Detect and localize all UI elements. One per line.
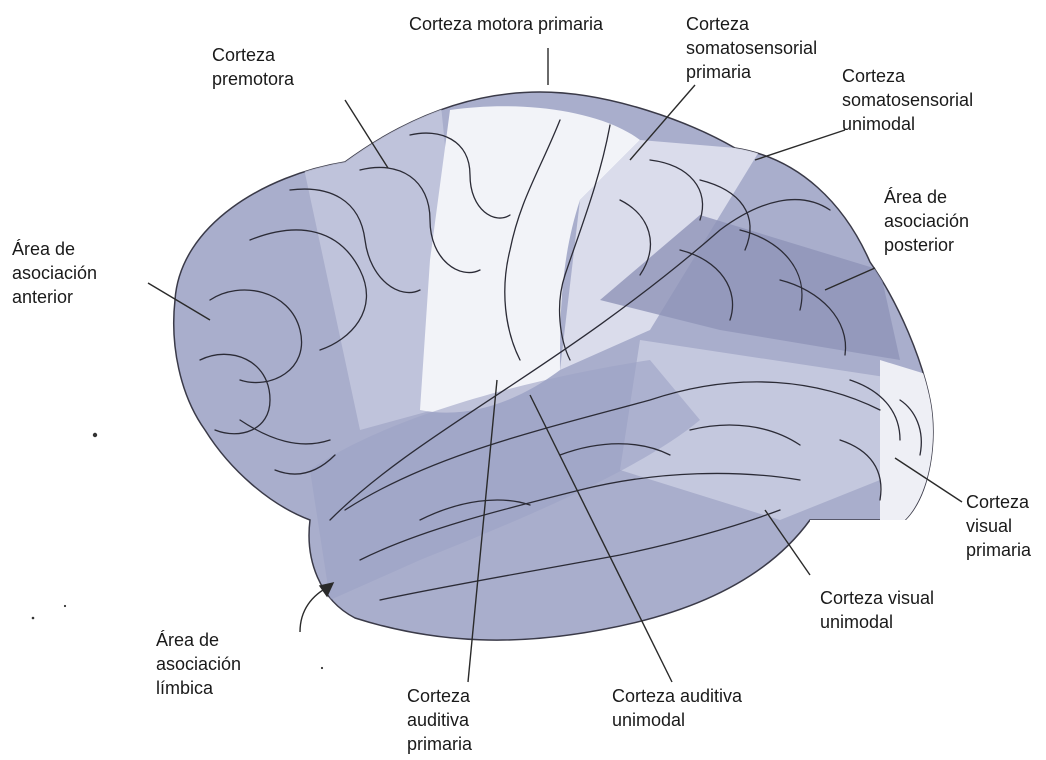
label-line: Corteza (686, 12, 817, 36)
label-corteza-visual-unimodal: Corteza visual unimodal (820, 586, 934, 634)
label-line: Corteza (212, 43, 294, 67)
label-corteza-visual-primaria: Corteza visual primaria (966, 490, 1031, 562)
label-corteza-auditiva-primaria: Corteza auditiva primaria (407, 684, 472, 756)
label-corteza-premotora: Corteza premotora (212, 43, 294, 91)
leader-somato-unimodal (755, 130, 845, 160)
label-line: Corteza (966, 490, 1031, 514)
label-corteza-auditiva-unimodal: Corteza auditiva unimodal (612, 684, 742, 732)
label-line: Corteza auditiva (612, 684, 742, 708)
label-corteza-motora-primaria: Corteza motora primaria (409, 12, 603, 36)
label-line: asociación (12, 261, 97, 285)
label-line: unimodal (612, 708, 742, 732)
label-line: anterior (12, 285, 97, 309)
label-corteza-somatosensorial-primaria: Corteza somatosensorial primaria (686, 12, 817, 84)
label-line: premotora (212, 67, 294, 91)
label-line: Área de (12, 237, 97, 261)
label-line: Área de (884, 185, 969, 209)
label-line: somatosensorial (686, 36, 817, 60)
label-area-asociacion-posterior: Área de asociación posterior (884, 185, 969, 257)
label-line: visual (966, 514, 1031, 538)
label-line: primaria (966, 538, 1031, 562)
label-line: asociación (156, 652, 241, 676)
label-corteza-somatosensorial-unimodal: Corteza somatosensorial unimodal (842, 64, 973, 136)
label-line: Corteza visual (820, 586, 934, 610)
label-line: Área de (156, 628, 241, 652)
label-line: Corteza (407, 684, 472, 708)
label-line: asociación (884, 209, 969, 233)
label-line: somatosensorial (842, 88, 973, 112)
label-line: límbica (156, 676, 241, 700)
label-line: Corteza motora primaria (409, 12, 603, 36)
label-line: unimodal (842, 112, 973, 136)
label-line: primaria (686, 60, 817, 84)
label-area-asociacion-limbica: Área de asociación límbica (156, 628, 241, 700)
label-line: Corteza (842, 64, 973, 88)
label-line: unimodal (820, 610, 934, 634)
label-area-asociacion-anterior: Área de asociación anterior (12, 237, 97, 309)
label-line: auditiva (407, 708, 472, 732)
visual-primary-zone (880, 360, 945, 520)
label-line: posterior (884, 233, 969, 257)
occipital-cutout (810, 520, 950, 560)
label-line: primaria (407, 732, 472, 756)
